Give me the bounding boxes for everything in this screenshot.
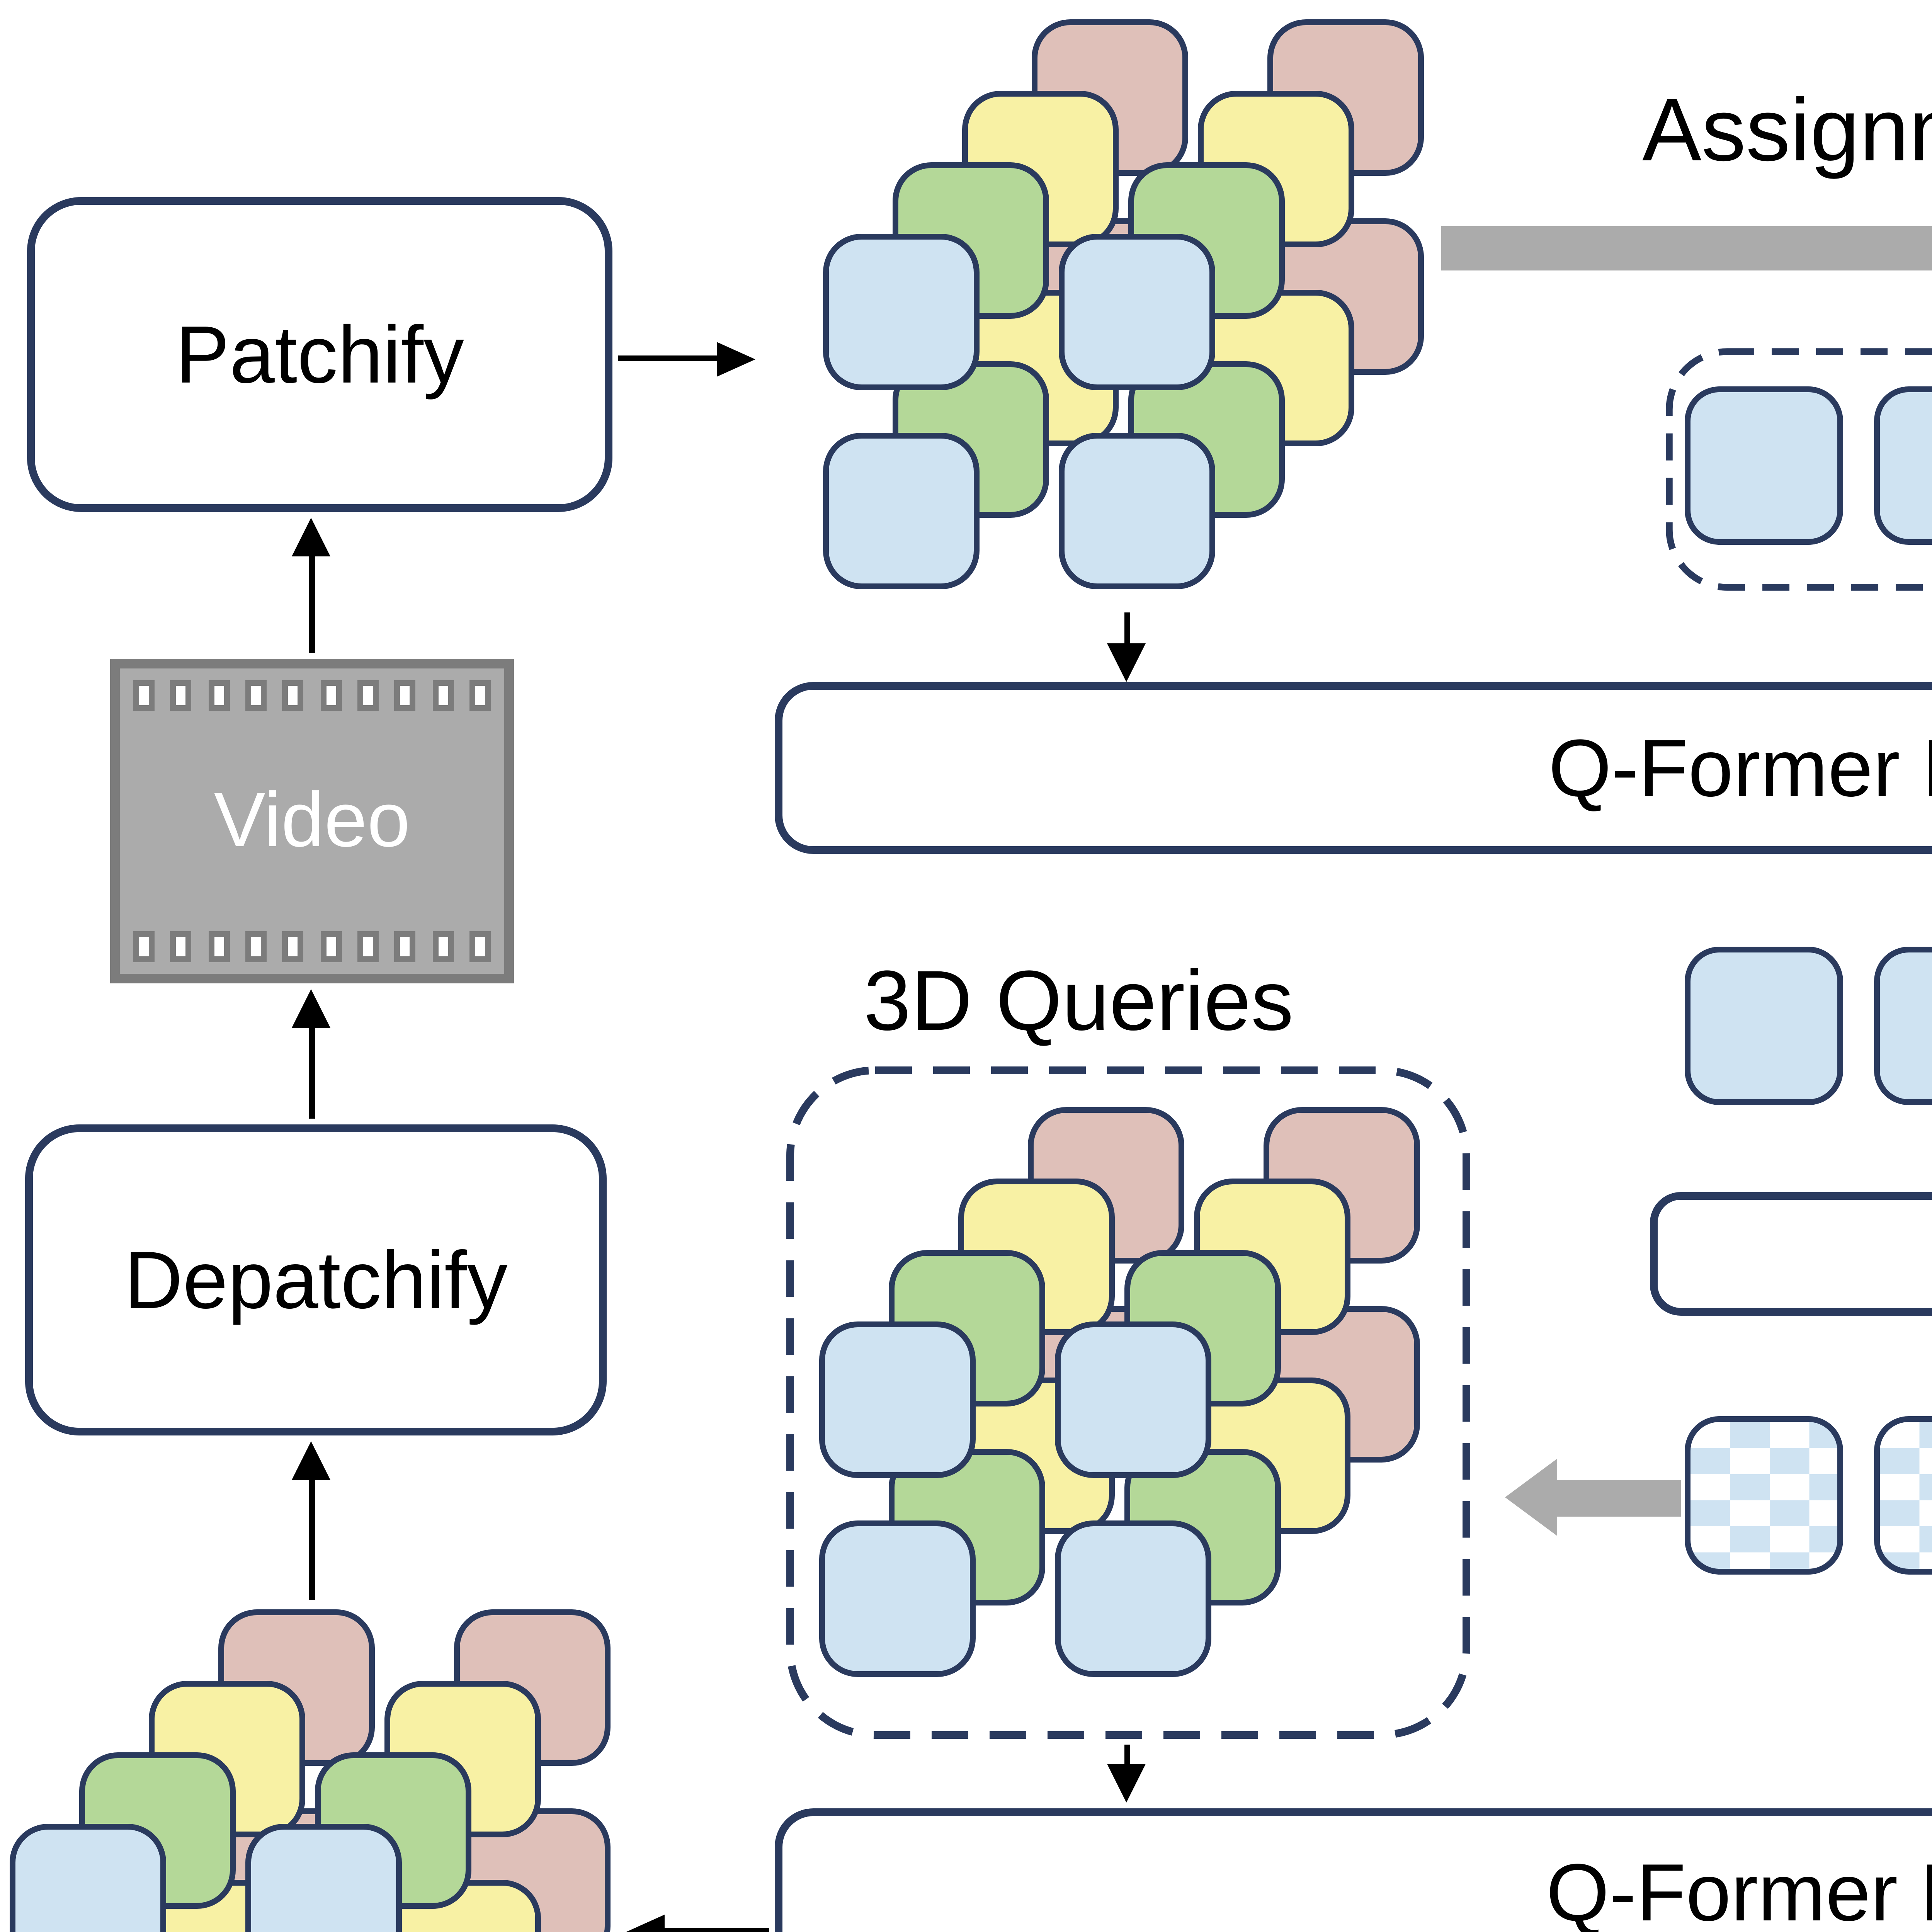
three-d-queries-label: 3D Queries xyxy=(864,954,1294,1049)
film-hole xyxy=(282,931,304,962)
patch-square-blue xyxy=(823,433,980,589)
arrow-video-to-patchify-head xyxy=(292,518,330,556)
query-init-arrow-shaft xyxy=(1557,1480,1681,1517)
arrow-patches-to-depatchify-head xyxy=(292,1441,330,1480)
patch-square-blue xyxy=(10,1824,166,1932)
patch-square-blue xyxy=(1055,1520,1211,1677)
film-hole xyxy=(432,931,454,962)
arrow-patches-to-depatchify xyxy=(309,1476,315,1600)
patch-square-blue xyxy=(819,1520,976,1677)
arrow-decoder-to-patches-head xyxy=(626,1915,665,1932)
arrow-depatchify-to-video xyxy=(309,1028,315,1119)
arrow-depatchify-to-video-head xyxy=(292,989,330,1028)
arrow-patchify-to-patches-head xyxy=(717,342,755,377)
patch-stack-output xyxy=(4,1604,616,1932)
patch-square-blue xyxy=(819,1321,976,1478)
quantized-token-blue xyxy=(1685,1416,1843,1575)
qformer-decoder-label: Q-Former Decoder xyxy=(1546,1846,1932,1932)
film-hole xyxy=(320,680,342,711)
quantized-token-row xyxy=(1685,1416,1932,1575)
video-film-strip: Video xyxy=(110,659,514,983)
query-token-blue xyxy=(1685,947,1843,1105)
query-token-blue xyxy=(1874,386,1932,545)
qformer-decoder-box: Q-Former Decoder xyxy=(775,1808,1932,1932)
film-hole xyxy=(133,931,155,962)
film-hole xyxy=(469,931,491,962)
arrow-3d-queries-to-decoder-head xyxy=(1107,1764,1146,1803)
encoder-output-token-row xyxy=(1685,947,1932,1105)
film-hole xyxy=(395,931,416,962)
film-hole xyxy=(357,931,379,962)
arrow-decoder-to-patches xyxy=(665,1928,769,1932)
arrow-patchify-to-patches xyxy=(618,355,721,361)
film-hole xyxy=(170,680,192,711)
three-d-queries-box xyxy=(786,1066,1470,1739)
query-token-blue xyxy=(1685,386,1843,545)
film-hole xyxy=(282,680,304,711)
query-token-blue xyxy=(1874,947,1932,1105)
assignment-arrow-shaft-h xyxy=(1441,226,1932,270)
film-hole xyxy=(395,680,416,711)
assignment-prefix: Assignment xyxy=(1642,79,1932,180)
film-hole xyxy=(208,931,230,962)
depatchify-label: Depatchify xyxy=(124,1233,508,1325)
patch-stack-3d-queries xyxy=(813,1101,1426,1683)
patchify-box: Patchify xyxy=(27,197,612,512)
film-hole xyxy=(245,931,267,962)
film-hole xyxy=(208,680,230,711)
film-hole xyxy=(133,680,155,711)
video-label: Video xyxy=(214,777,410,863)
film-hole xyxy=(432,680,454,711)
film-holes-top xyxy=(133,680,491,711)
query-init-arrow-head xyxy=(1505,1459,1557,1536)
quantized-token-blue xyxy=(1874,1416,1932,1575)
patch-square-blue xyxy=(1059,433,1215,589)
qformer-encoder-box: Q-Former Encoder xyxy=(775,682,1932,854)
patchify-label: Patchify xyxy=(175,308,464,399)
film-hole xyxy=(357,680,379,711)
arrow-video-to-patchify xyxy=(309,556,315,653)
patch-square-blue xyxy=(1055,1321,1211,1478)
patch-square-blue xyxy=(1059,234,1215,390)
qformer-encoder-label: Q-Former Encoder xyxy=(1548,721,1932,813)
patch-square-blue xyxy=(245,1824,402,1932)
arrow-3d-queries-to-decoder xyxy=(1124,1745,1130,1766)
one-d-query-token-row xyxy=(1685,386,1932,545)
patch-stack-input xyxy=(817,14,1430,595)
patch-square-blue xyxy=(823,234,980,390)
depatchify-box: Depatchify xyxy=(25,1124,607,1435)
film-hole xyxy=(245,680,267,711)
arrow-patches-to-encoder xyxy=(1124,612,1130,645)
film-hole xyxy=(320,931,342,962)
assignment-formula: Assignment a = (q1, q2, q3, q4) xyxy=(1642,77,1932,196)
film-hole xyxy=(469,680,491,711)
film-hole xyxy=(170,931,192,962)
film-holes-bottom xyxy=(133,931,491,962)
arrow-patches-to-encoder-head xyxy=(1107,643,1146,682)
vq-box: VQ xyxy=(1650,1192,1932,1316)
